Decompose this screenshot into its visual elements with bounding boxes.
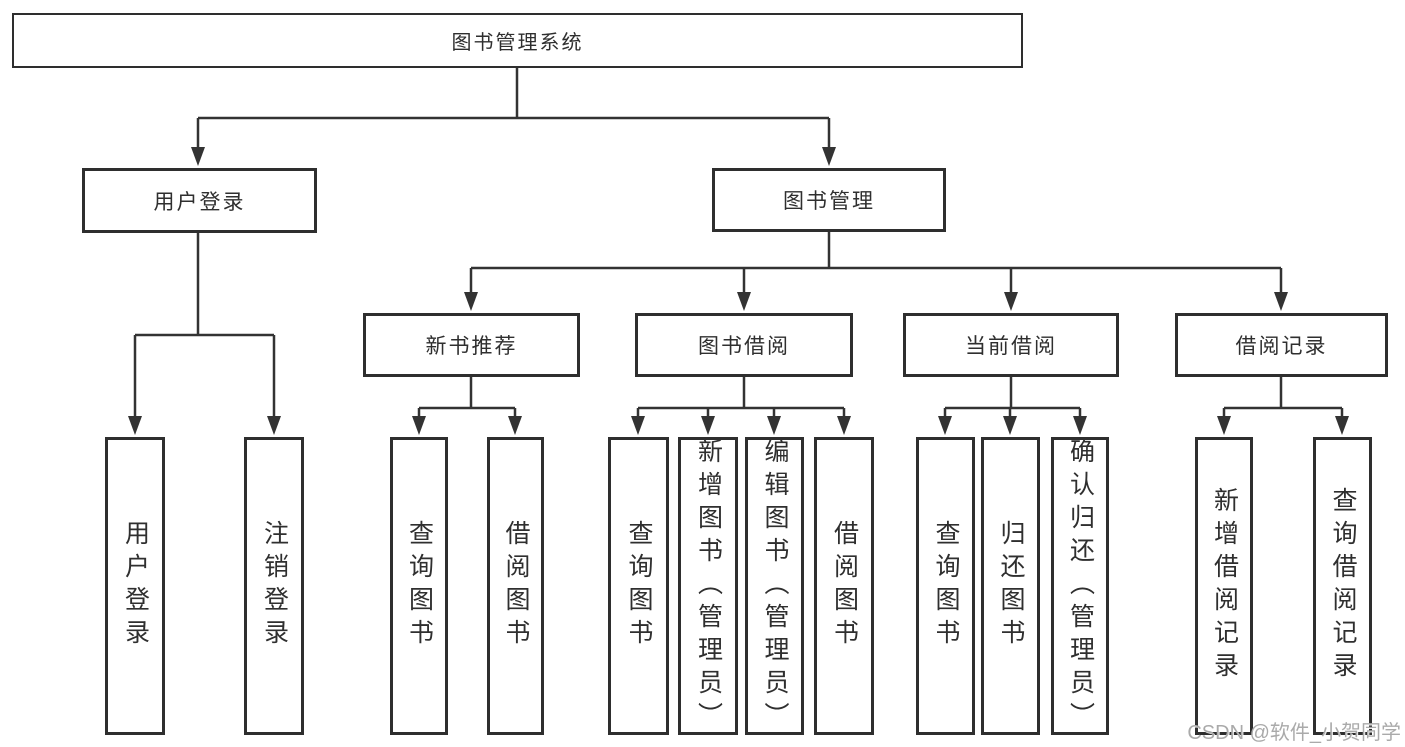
node-new-book-recommend: 新书推荐 bbox=[363, 313, 580, 377]
leaf-return-books: 归还图书 bbox=[981, 437, 1040, 735]
connector-book-management-children bbox=[464, 232, 1288, 311]
connector-book-borrow-children bbox=[631, 377, 851, 435]
leaf-query-borrow-record: 查询借阅记录 bbox=[1313, 437, 1372, 735]
leaf-query-books-recommend: 查询图书 bbox=[390, 437, 448, 735]
leaf-edit-book-admin: 编辑图书（管理员） bbox=[745, 437, 804, 735]
leaf-add-borrow-record: 新增借阅记录 bbox=[1195, 437, 1253, 735]
leaf-borrow-books-borrow-label: 借阅图书 bbox=[830, 520, 859, 652]
csdn-watermark: CSDN @软件_小贺同学 bbox=[1187, 722, 1401, 744]
leaf-logout-label: 注销登录 bbox=[260, 520, 289, 652]
leaf-query-books-recommend-label: 查询图书 bbox=[405, 520, 434, 652]
leaf-borrow-books-recommend: 借阅图书 bbox=[487, 437, 544, 735]
node-user-login: 用户登录 bbox=[82, 168, 317, 233]
node-root-system: 图书管理系统 bbox=[12, 13, 1023, 68]
leaf-add-book-admin: 新增图书（管理员） bbox=[678, 437, 738, 735]
node-new-book-recommend-label: 新书推荐 bbox=[425, 335, 518, 358]
connector-root-to-level2 bbox=[191, 68, 836, 166]
leaf-add-book-admin-label: 新增图书（管理员） bbox=[694, 437, 723, 735]
node-borrow-records-label: 借阅记录 bbox=[1235, 335, 1328, 358]
leaf-confirm-return-admin-label: 确认归还（管理员） bbox=[1066, 437, 1095, 735]
node-book-management: 图书管理 bbox=[712, 168, 946, 232]
node-book-management-label: 图书管理 bbox=[783, 190, 875, 213]
leaf-edit-book-admin-label: 编辑图书（管理员） bbox=[761, 437, 789, 735]
node-current-borrow: 当前借阅 bbox=[903, 313, 1119, 377]
node-user-login-label: 用户登录 bbox=[153, 190, 246, 214]
leaf-user-login: 用户登录 bbox=[105, 437, 165, 735]
node-current-borrow-label: 当前借阅 bbox=[965, 335, 1057, 358]
leaf-query-books-current-label: 查询图书 bbox=[932, 520, 960, 652]
leaf-borrow-books-borrow: 借阅图书 bbox=[814, 437, 874, 735]
leaf-query-books-current: 查询图书 bbox=[916, 437, 975, 735]
connector-current-borrow-children bbox=[938, 377, 1087, 435]
leaf-query-borrow-record-label: 查询借阅记录 bbox=[1329, 487, 1357, 685]
connector-new-book-recommend-children bbox=[412, 377, 522, 435]
connector-user-login-children bbox=[128, 233, 281, 435]
node-borrow-records: 借阅记录 bbox=[1175, 313, 1388, 377]
leaf-query-books-borrow-label: 查询图书 bbox=[625, 520, 653, 652]
leaf-borrow-books-recommend-label: 借阅图书 bbox=[502, 520, 530, 652]
leaf-query-books-borrow: 查询图书 bbox=[608, 437, 669, 735]
node-root-label: 图书管理系统 bbox=[451, 32, 584, 54]
leaf-user-login-label: 用户登录 bbox=[121, 520, 150, 652]
leaf-add-borrow-record-label: 新增借阅记录 bbox=[1210, 487, 1239, 685]
leaf-confirm-return-admin: 确认归还（管理员） bbox=[1051, 437, 1109, 735]
connector-borrow-records-children bbox=[1217, 377, 1349, 435]
node-book-borrow: 图书借阅 bbox=[635, 313, 853, 377]
leaf-logout: 注销登录 bbox=[244, 437, 304, 735]
node-book-borrow-label: 图书借阅 bbox=[698, 335, 790, 358]
leaf-return-books-label: 归还图书 bbox=[997, 520, 1025, 652]
